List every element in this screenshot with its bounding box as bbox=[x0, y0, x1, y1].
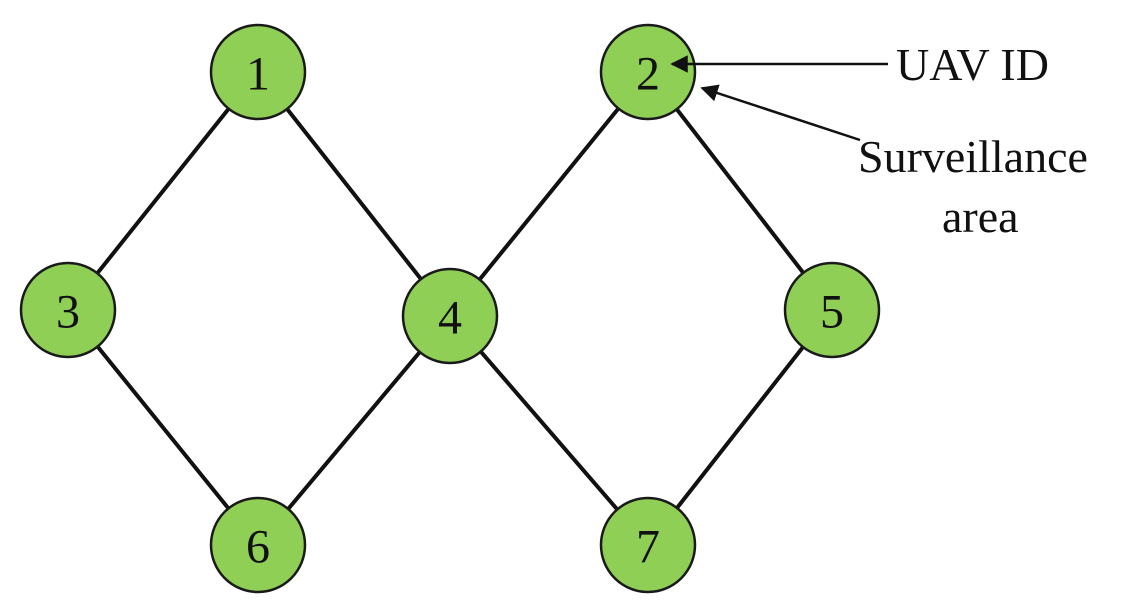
uav-id-text: 5 bbox=[820, 286, 844, 339]
uav-id-text: 3 bbox=[56, 286, 80, 339]
edge-4-2 bbox=[448, 70, 650, 318]
uav-id-text: 1 bbox=[246, 48, 270, 101]
surveillance-area-label-line1: Surveillance bbox=[858, 131, 1088, 182]
uav-id-text: 6 bbox=[246, 521, 270, 574]
edge-2-5 bbox=[646, 70, 834, 312]
surveillance-area-arrow bbox=[700, 84, 861, 142]
uav-node-3: 3 bbox=[19, 261, 117, 359]
nodes-layer: 1 2 3 4 5 6 7 bbox=[19, 23, 881, 594]
edge-4-7 bbox=[448, 314, 650, 547]
uav-node-2: 2 bbox=[599, 23, 697, 121]
surveillance-area-circle bbox=[401, 267, 499, 365]
surveillance-area-circle bbox=[209, 496, 307, 594]
uav-id-text: 4 bbox=[438, 292, 462, 345]
surveillance-area-circle bbox=[599, 496, 697, 594]
uav-node-4: 4 bbox=[401, 267, 499, 365]
uav-node-6: 6 bbox=[209, 496, 307, 594]
surveillance-area-label-line2: area bbox=[942, 191, 1019, 242]
edges-layer bbox=[66, 70, 834, 547]
uav-id-text: 2 bbox=[636, 48, 660, 101]
annotations-layer: UAV ID Surveillance area bbox=[670, 39, 1088, 242]
edge-1-3 bbox=[66, 70, 260, 312]
surveillance-area-circle bbox=[783, 261, 881, 359]
edge-1-4 bbox=[256, 70, 452, 318]
edge-7-5 bbox=[646, 308, 834, 547]
edge-6-4 bbox=[256, 314, 452, 547]
surveillance-area-circle bbox=[19, 261, 117, 359]
uav-id-label: UAV ID bbox=[896, 39, 1049, 90]
surveillance-area-circle bbox=[599, 23, 697, 121]
uav-node-7: 7 bbox=[599, 496, 697, 594]
uav-id-text: 7 bbox=[636, 521, 660, 574]
uav-node-5: 5 bbox=[783, 261, 881, 359]
uav-node-1: 1 bbox=[209, 23, 307, 121]
surveillance-area-circle bbox=[209, 23, 307, 121]
edge-3-6 bbox=[66, 308, 260, 547]
